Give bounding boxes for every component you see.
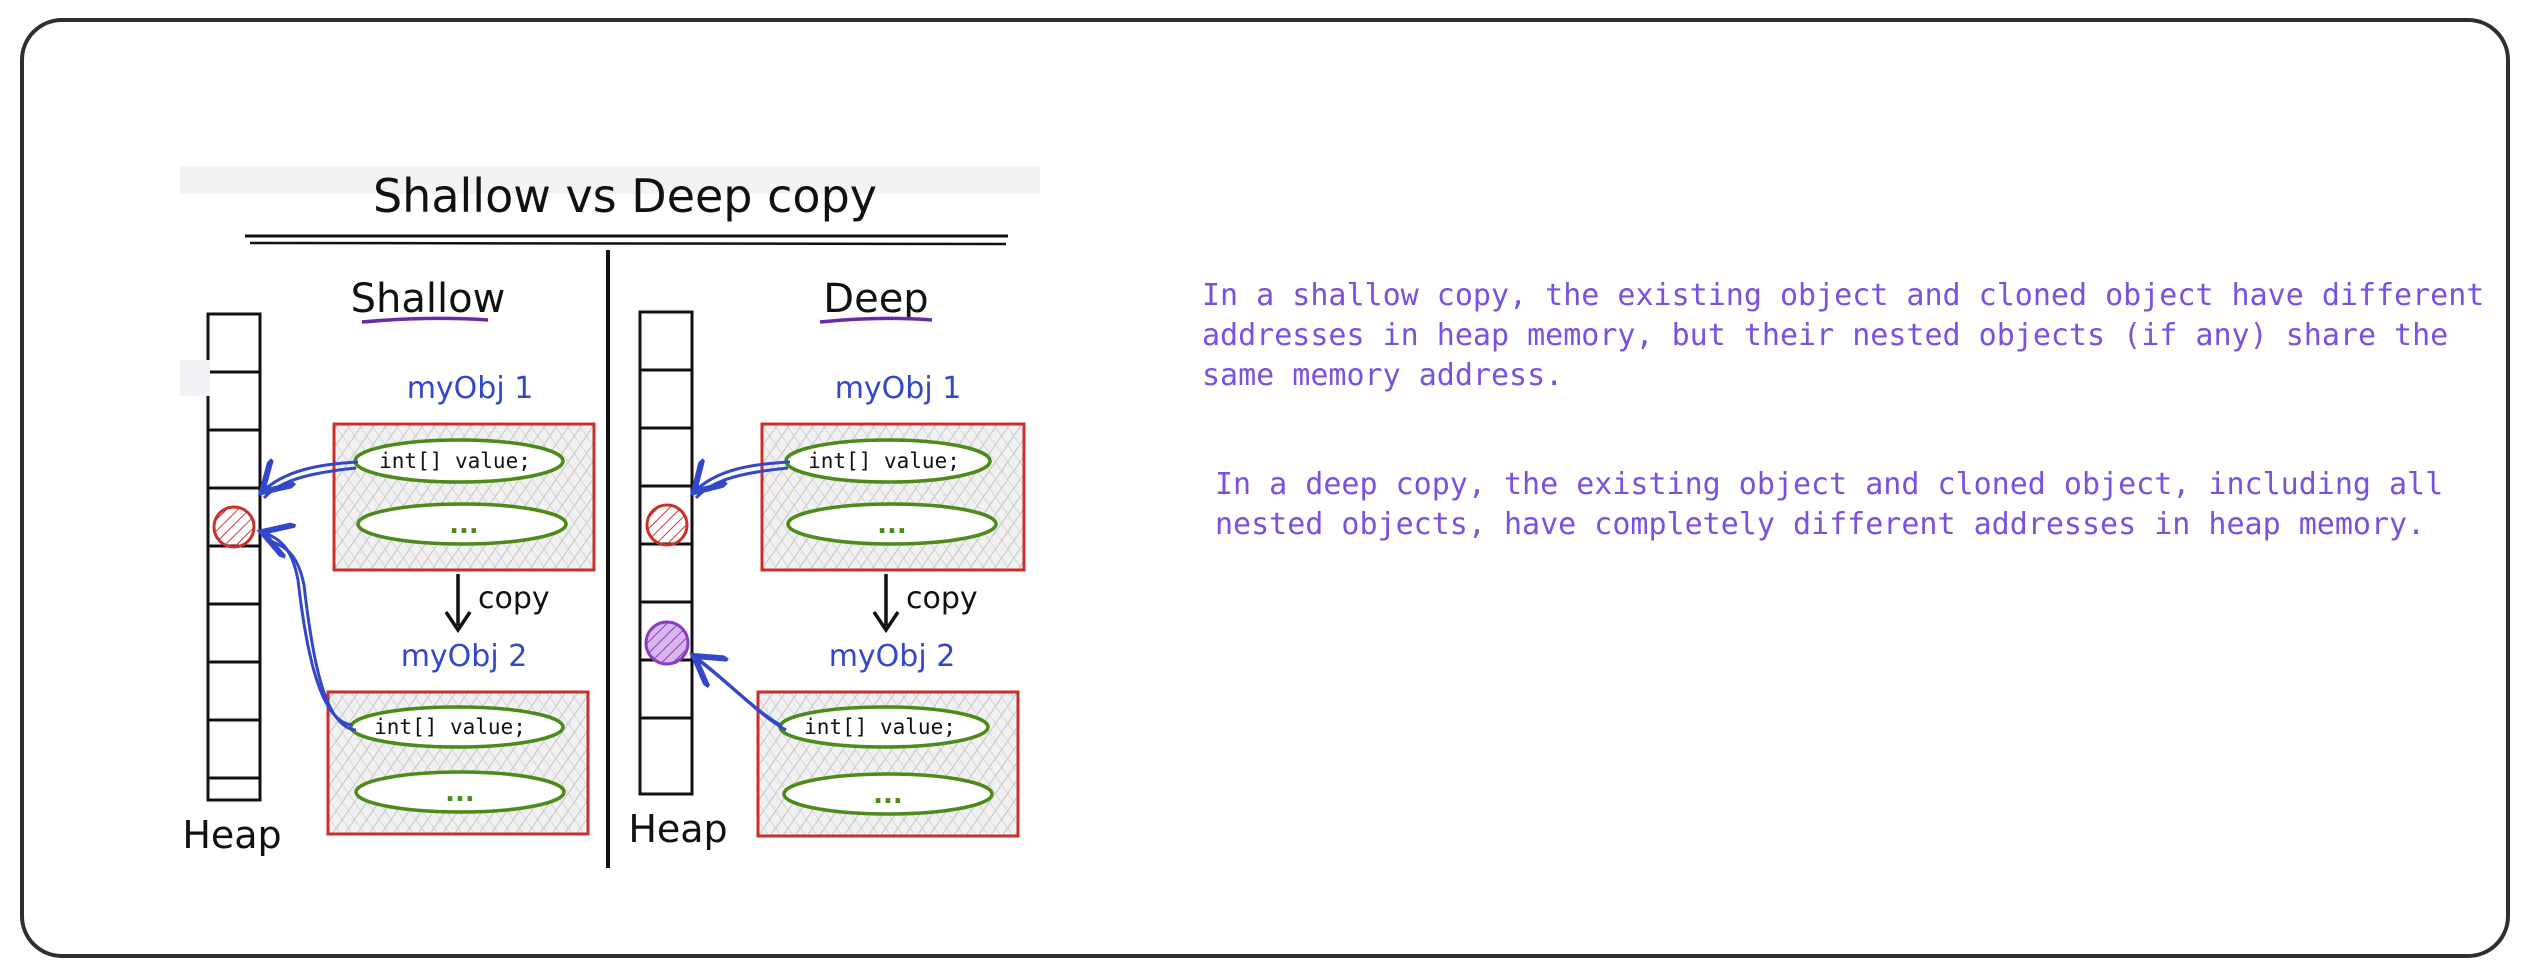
header-strip	[180, 166, 1040, 194]
deep-original-address	[645, 503, 689, 547]
deep-obj1-ellipsis: ...	[877, 510, 907, 540]
shallow-obj1-ellipsis: ...	[449, 510, 479, 540]
deep-copy-label: copy	[906, 581, 978, 616]
shallow-obj2-ellipsis: ...	[445, 778, 475, 808]
deep-obj2-field: int[] value;	[804, 715, 956, 739]
shallow-obj2-field: int[] value;	[374, 715, 526, 739]
deep-pointer-arrows	[694, 462, 791, 732]
deep-heading: Deep	[823, 276, 928, 322]
shallow-copy-description: In a shallow copy, the existing object a…	[1202, 278, 2485, 393]
shallow-heap-label: Heap	[182, 813, 281, 857]
deep-obj2-label: myObj 2	[829, 639, 956, 674]
deep-cloned-address	[644, 620, 690, 666]
shallow-heading-underline	[361, 316, 489, 324]
deep-heading-underline	[819, 316, 933, 324]
shallow-pointer-arrows	[262, 462, 359, 732]
shallow-obj1-label: myObj 1	[407, 371, 534, 406]
shallow-copy-label: copy	[478, 581, 550, 616]
shallow-obj2-box	[326, 690, 590, 836]
title-underline-2	[249, 241, 1007, 246]
deep-obj1-label: myObj 1	[835, 371, 962, 406]
shallow-shared-address	[212, 505, 256, 549]
deep-copy-arrow	[872, 574, 900, 634]
shallow-obj1-field: int[] value;	[379, 449, 531, 473]
shallow-copy-arrow	[444, 574, 472, 634]
deep-heap-label: Heap	[628, 807, 727, 851]
shallow-heap-band	[180, 360, 210, 396]
shallow-heading: Shallow	[351, 276, 506, 322]
shallow-obj1-box	[332, 422, 596, 572]
deep-obj1-field: int[] value;	[808, 449, 960, 473]
deep-copy-description: In a deep copy, the existing object and …	[1215, 467, 2462, 542]
deep-obj2-ellipsis: ...	[873, 780, 903, 810]
deep-obj1-box	[760, 422, 1026, 572]
diagram-title: Shallow vs Deep copy	[373, 169, 877, 223]
deep-heap-column	[638, 310, 694, 796]
deep-obj2-box	[756, 690, 1020, 838]
shallow-heap-column	[206, 312, 262, 802]
shallow-obj2-label: myObj 2	[401, 639, 528, 674]
